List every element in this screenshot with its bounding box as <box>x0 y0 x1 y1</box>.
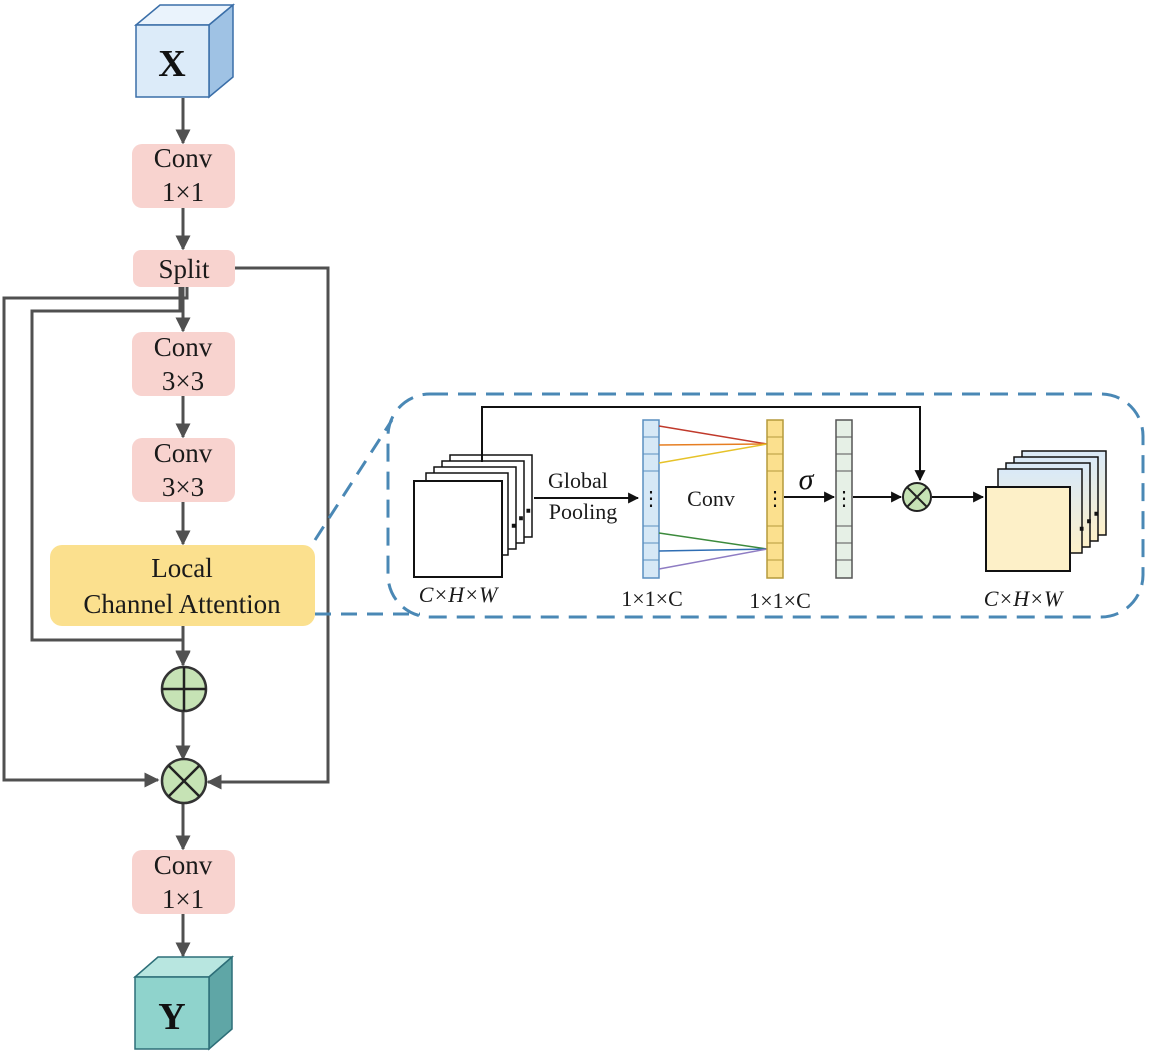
pool-label-line2: Pooling <box>549 499 617 524</box>
pool-label-line1: Global <box>548 468 608 493</box>
sigma-label: σ <box>799 463 815 496</box>
add-operator <box>160 665 208 713</box>
local-channel-attention-block: Local Channel Attention <box>50 545 315 626</box>
svg-text:⋰: ⋰ <box>510 505 532 530</box>
conv-3x3-b-line2: 3×3 <box>162 472 204 502</box>
conv-1x1-bottom-line2: 1×1 <box>162 884 204 914</box>
output-label: Y <box>158 996 185 1038</box>
output-dims: C×H×W <box>984 586 1064 611</box>
zoom-connector-lines <box>313 419 420 616</box>
conv-3x3-b: Conv 3×3 <box>132 438 235 502</box>
input-cube-x: X <box>133 3 236 99</box>
multiply-operator <box>160 757 208 805</box>
svg-text:⋰: ⋰ <box>1078 508 1100 533</box>
input-dims: C×H×W <box>419 582 499 607</box>
svg-text:⋮: ⋮ <box>834 488 854 510</box>
conv-3x3-b-line1: Conv <box>154 438 213 468</box>
input-feature-stack: ⋰ <box>413 454 533 578</box>
conv-label: Conv <box>687 486 735 511</box>
conv-1x1-top: Conv 1×1 <box>132 143 235 208</box>
conv-1x1-top-line1: Conv <box>154 143 213 173</box>
local-conv-connections <box>658 425 768 570</box>
detail-multiply-operator <box>902 482 932 512</box>
attention-weights-vector: ⋮ <box>834 419 854 579</box>
split-block: Split <box>133 250 235 287</box>
lca-line1: Local <box>151 553 212 583</box>
conv-3x3-a-line2: 3×3 <box>162 366 204 396</box>
output-cube-y: Y <box>132 955 235 1051</box>
conv-1x1-bottom: Conv 1×1 <box>132 850 235 914</box>
output-feature-stack: ⋰ <box>985 450 1107 572</box>
lca-line2: Channel Attention <box>83 589 281 619</box>
conv-vector: ⋮ <box>765 419 785 579</box>
split-label: Split <box>158 254 210 284</box>
lca-detail-panel <box>386 392 1145 619</box>
conv-1x1-top-line2: 1×1 <box>162 177 204 207</box>
svg-text:⋮: ⋮ <box>765 488 785 510</box>
vec1-dims: 1×1×C <box>621 586 683 611</box>
input-label: X <box>158 43 185 85</box>
conv-3x3-a-line1: Conv <box>154 332 213 362</box>
attention-skip-path <box>481 406 926 482</box>
pooled-vector: ⋮ <box>641 419 661 579</box>
skip-connections <box>2 266 330 790</box>
vec2-dims: 1×1×C <box>749 588 811 613</box>
svg-text:⋮: ⋮ <box>641 488 661 510</box>
conv-3x3-a: Conv 3×3 <box>132 332 235 396</box>
conv-1x1-bottom-line1: Conv <box>154 850 213 880</box>
